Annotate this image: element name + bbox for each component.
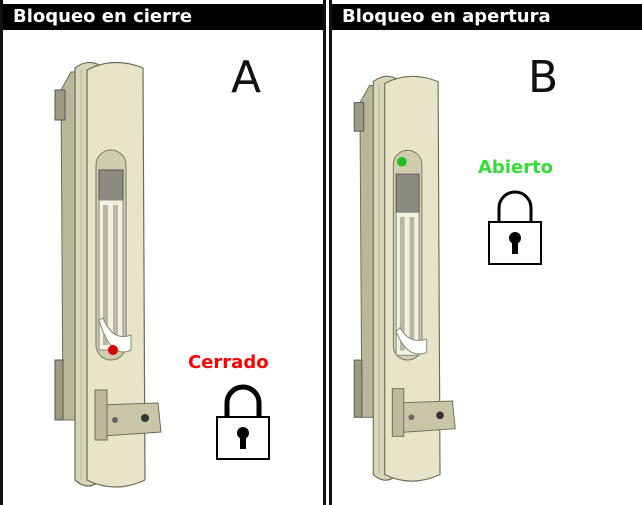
panel-header: Bloqueo en apertura — [332, 0, 642, 38]
lock-indicator-light — [108, 345, 118, 355]
panel-open-lock: Bloqueo en apertura B Abierto — [329, 0, 642, 505]
panel-title: Bloqueo en apertura — [332, 4, 642, 30]
status-label-open: Abierto — [478, 157, 554, 178]
padlock-closed-icon — [216, 384, 270, 460]
lock-handle-closed-illustration — [54, 61, 162, 488]
panel-title: Bloqueo en cierre — [3, 4, 323, 30]
panel-closed-lock: Bloqueo en cierre A — [0, 0, 326, 505]
padlock-open-icon — [488, 190, 542, 265]
lock-indicator-light — [397, 156, 407, 167]
lock-handle-open-illustration — [353, 75, 456, 482]
panel-letter: B — [528, 52, 559, 103]
panel-header: Bloqueo en cierre — [3, 0, 323, 38]
panel-letter: A — [231, 52, 262, 103]
status-label-closed: Cerrado — [188, 352, 269, 373]
